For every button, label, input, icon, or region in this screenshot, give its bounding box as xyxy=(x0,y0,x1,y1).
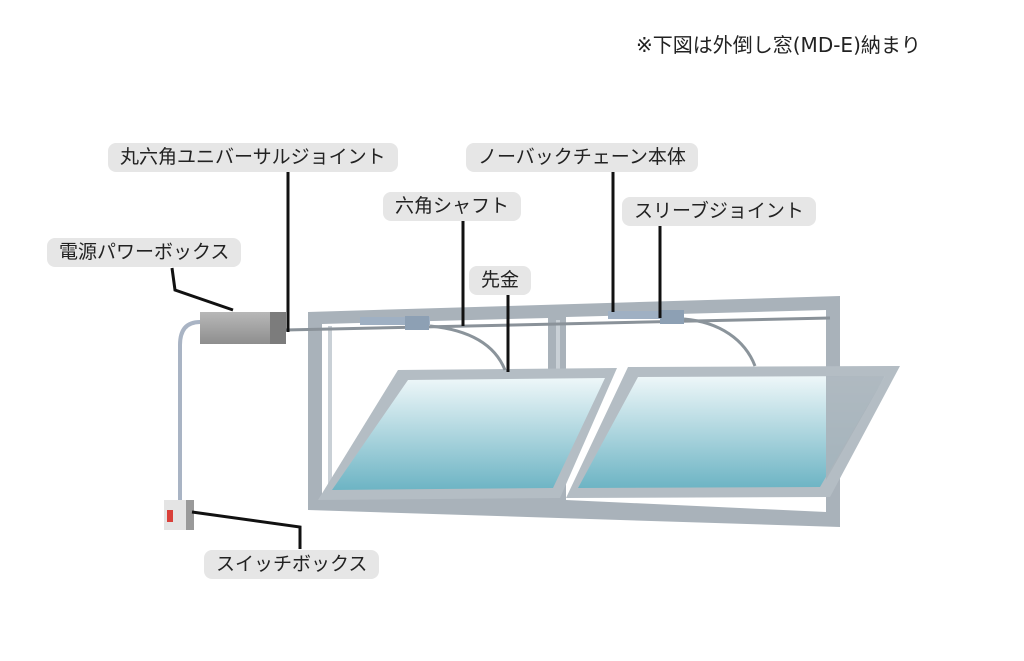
hex-shaft xyxy=(284,316,831,332)
switch-box xyxy=(164,500,194,530)
label-universal-joint: 丸六角ユニバーサルジョイント xyxy=(108,143,398,172)
chain-body-left xyxy=(360,317,430,325)
label-tip-fitting: 先金 xyxy=(469,266,532,295)
leader-lines xyxy=(170,172,662,549)
label-power-box: 電源パワーボックス xyxy=(47,238,242,267)
label-switch-box: スイッチボックス xyxy=(204,550,380,579)
label-sleeve-joint: スリーブジョイント xyxy=(622,197,816,226)
conduit xyxy=(178,320,201,502)
chain-body-right xyxy=(608,311,683,319)
right-sash xyxy=(566,366,900,498)
power-box xyxy=(200,312,286,344)
label-chain-body: ノーバックチェーン本体 xyxy=(466,143,698,172)
chain-left xyxy=(429,324,507,371)
chain-right xyxy=(683,317,757,367)
diagram-note: ※下図は外倒し窓(MD-E)納まり xyxy=(636,33,921,57)
left-sash xyxy=(318,368,617,500)
label-hex-shaft: 六角シャフト xyxy=(383,192,522,221)
